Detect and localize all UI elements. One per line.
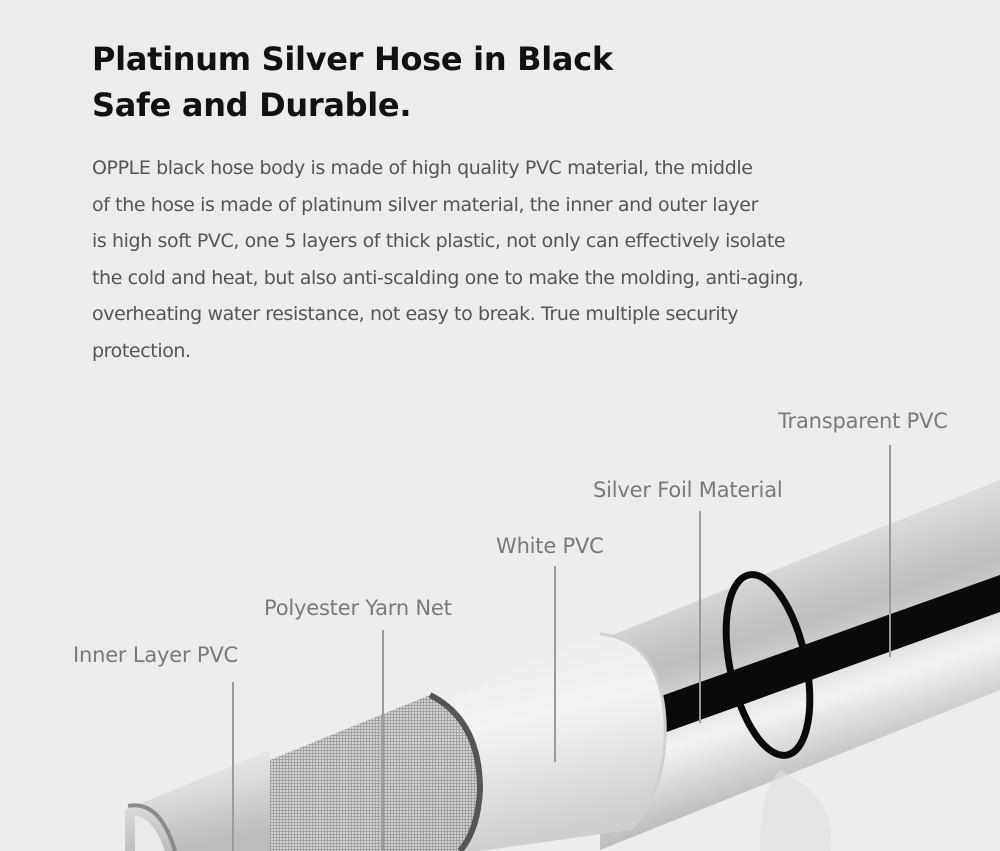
description-line: protection.: [92, 339, 191, 362]
leader-line-polyester-net: [382, 630, 384, 851]
description-paragraph: OPPLE black hose body is made of high qu…: [92, 150, 912, 369]
transparent-pvc-layer: [600, 480, 1000, 851]
leader-line-transparent-pvc: [889, 445, 891, 657]
page-title: Platinum Silver Hose in Black Safe and D…: [92, 36, 613, 128]
label-silver-foil-material: Silver Foil Material: [593, 478, 783, 502]
leader-line-white-pvc: [554, 566, 556, 762]
description-line: the cold and heat, but also anti-scaldin…: [92, 266, 804, 289]
description-line: is high soft PVC, one 5 layers of thick …: [92, 230, 786, 252]
description-line: of the hose is made of platinum silver m…: [92, 193, 758, 216]
leader-line-silver-foil: [699, 511, 701, 723]
title-line-1: Platinum Silver Hose in Black: [92, 40, 613, 78]
polyester-yarn-net-layer: [270, 692, 484, 851]
label-white-pvc: White PVC: [496, 534, 604, 558]
description-line: OPPLE black hose body is made of high qu…: [92, 157, 753, 179]
label-polyester-yarn-net: Polyester Yarn Net: [264, 596, 452, 620]
leader-line-inner-layer: [232, 682, 234, 851]
label-inner-layer-pvc: Inner Layer PVC: [73, 643, 238, 667]
label-transparent-pvc: Transparent PVC: [778, 409, 948, 433]
description-line: overheating water resistance, not easy t…: [92, 303, 739, 325]
inner-layer-pvc: [125, 750, 270, 851]
title-line-2: Safe and Durable.: [92, 86, 412, 124]
silver-foil-ring: [722, 571, 814, 759]
